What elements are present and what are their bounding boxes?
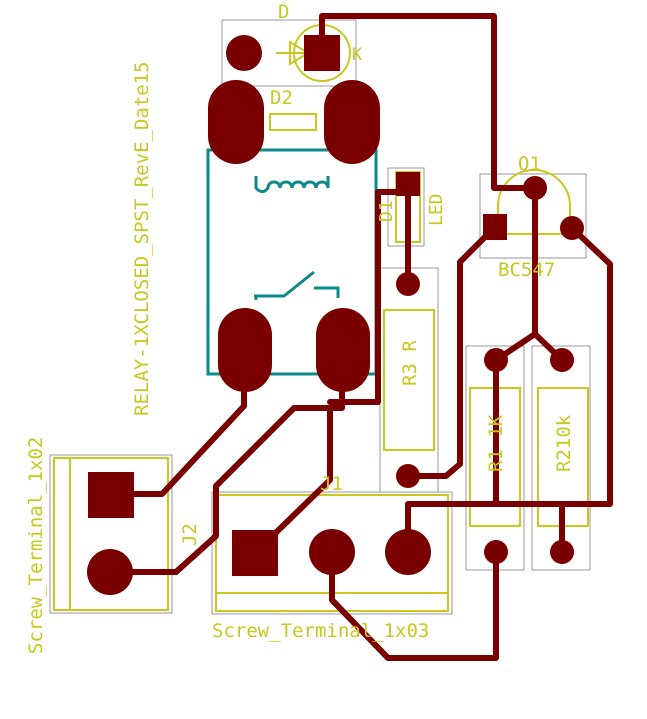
copper-traces (107, 13, 613, 661)
r2-label: R210k (553, 414, 575, 472)
silkscreen-text: RELAY-1XCLOSED_SPST_RevE_Date15 D K D2 D… (25, 1, 575, 654)
r1-label: R1 1K (485, 414, 507, 472)
relay-ref-label: D2 (270, 87, 293, 109)
j1-ref-label: J1 (320, 473, 343, 495)
j2-ref-label: J2 (179, 523, 201, 546)
transistor-value-label: BC547 (498, 259, 555, 281)
r3-label: R3 R (399, 340, 421, 386)
diode-k-label: K (352, 45, 363, 65)
j1-value-label: Screw_Terminal_1x03 (212, 620, 429, 642)
led-ref-label: D1 (376, 200, 397, 222)
led-value-label: LED (426, 193, 447, 226)
transistor-ref-label: Q1 (518, 153, 541, 175)
copper-pads (87, 35, 584, 595)
diode-ref-label: D (278, 1, 289, 23)
j2-value-label: Screw_Terminal_1x02 (25, 437, 47, 654)
relay-value-label: RELAY-1XCLOSED_SPST_RevE_Date15 (131, 61, 153, 416)
